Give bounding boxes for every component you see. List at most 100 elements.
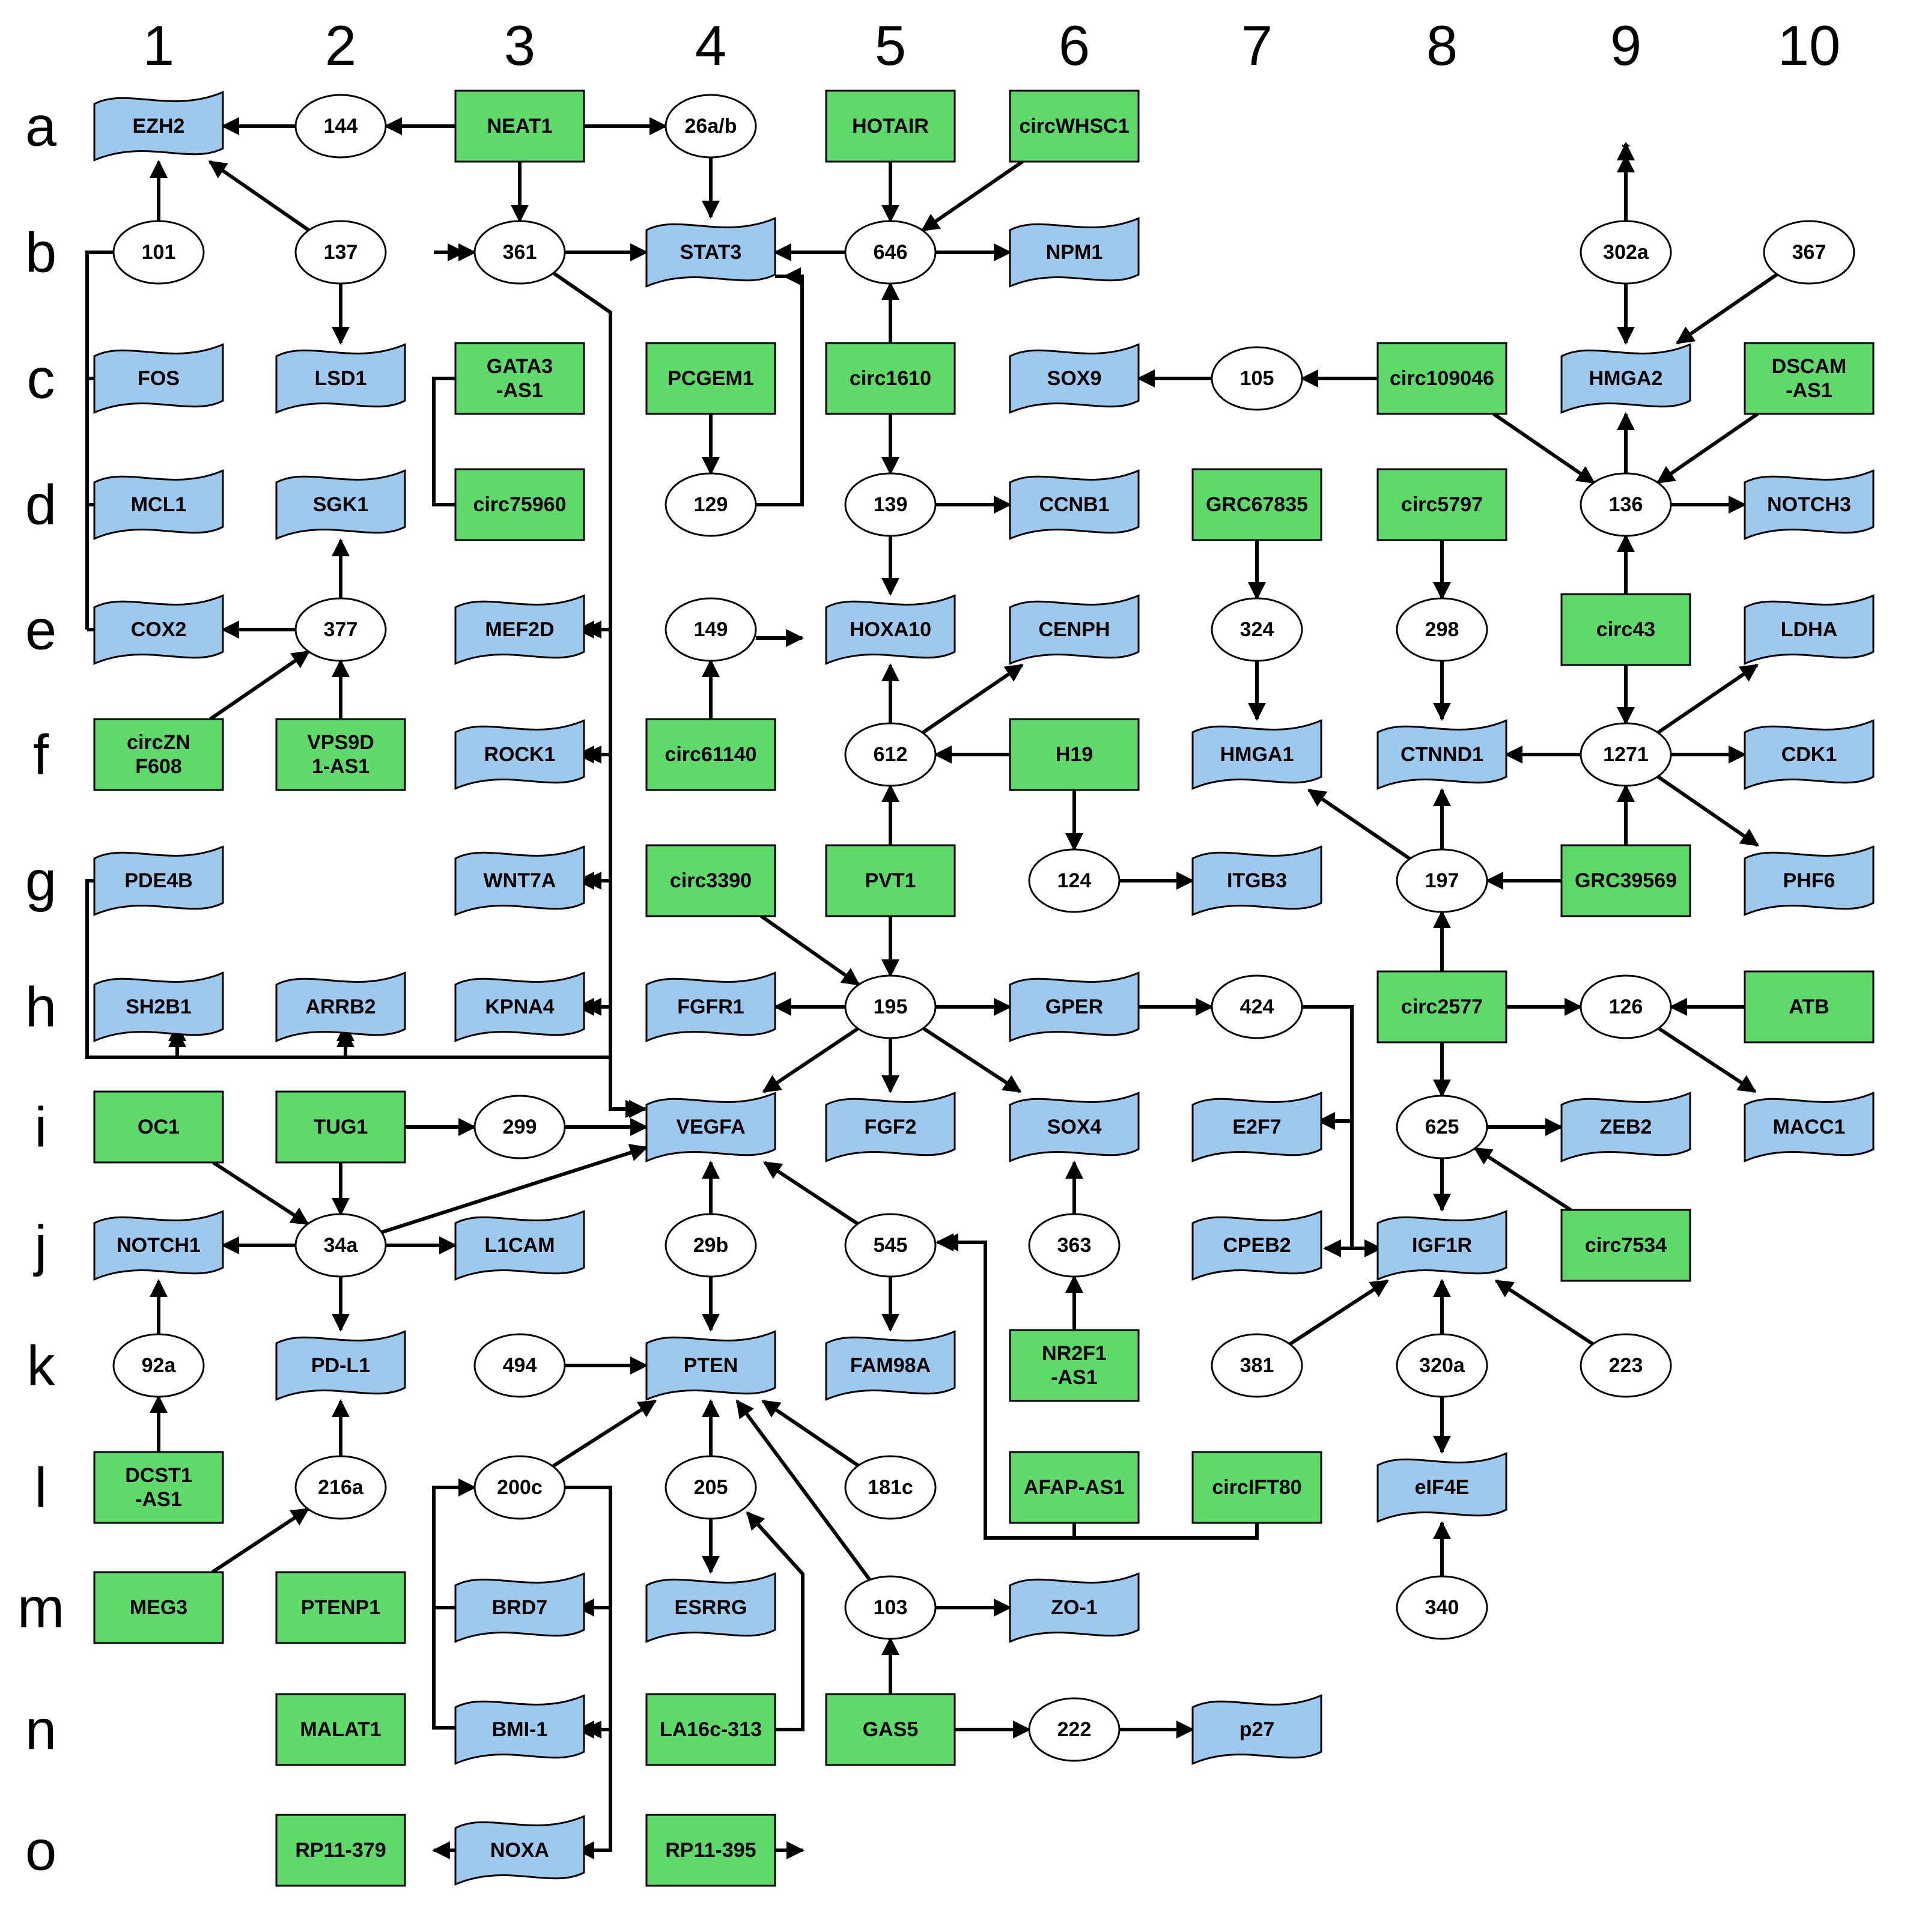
mirna-shape [1580, 722, 1672, 787]
node-m320a: 320a [1396, 1333, 1488, 1398]
gene-shape [645, 217, 776, 288]
node-CDK1: CDK1 [1744, 719, 1875, 790]
node-m124: 124 [1028, 848, 1121, 913]
mirna-shape [1396, 597, 1488, 662]
mirna-shape [844, 472, 937, 537]
mirna-shape [1028, 1213, 1121, 1278]
edge-m1271-to-LDHA [1656, 663, 1759, 735]
gene-shape [275, 971, 406, 1042]
node-NOXA: NOXA [454, 1815, 585, 1886]
node-CCNB1: CCNB1 [1009, 469, 1140, 540]
mirna-shape [844, 1455, 937, 1520]
lncrna-shape [1744, 970, 1875, 1043]
node-ARRB2: ARRB2 [275, 971, 406, 1042]
gene-shape [1744, 719, 1875, 790]
edge-m223-to-IGF1R [1494, 1279, 1595, 1346]
node-m195: 195 [844, 974, 937, 1039]
node-label: 124 [1057, 869, 1092, 892]
route-361-vegfa [609, 1057, 647, 1118]
node-m103: 103 [844, 1575, 937, 1640]
column-header-5: 5 [875, 14, 906, 77]
row-header-i: i [35, 1096, 47, 1159]
lncrna-shape [93, 1571, 224, 1644]
node-label: BRD7 [492, 1596, 548, 1619]
node-label: IGF1R [1412, 1234, 1472, 1257]
node-SOX9: SOX9 [1009, 343, 1140, 414]
gene-shape [1191, 1210, 1322, 1281]
node-m216a: 216a [294, 1455, 387, 1520]
node-label: GPER [1045, 995, 1103, 1018]
edge-circ7534-to-m625 [1473, 1146, 1572, 1212]
node-label: 216a [318, 1476, 364, 1499]
node-m129: 129 [665, 472, 757, 537]
edge-m200c-to-PTEN [552, 1399, 657, 1468]
node-circ75960: circ75960 [454, 468, 585, 541]
node-label: GRC39569 [1575, 869, 1677, 892]
node-RP11379: RP11-379 [275, 1814, 406, 1887]
node-label: E2F7 [1232, 1116, 1281, 1138]
row-header-g: g [25, 849, 56, 913]
node-label: FGF2 [865, 1116, 917, 1138]
node-FGF2: FGF2 [825, 1092, 956, 1162]
node-circ5797: circ5797 [1376, 468, 1507, 541]
edge-m367-to-HMGA2 [1676, 273, 1778, 345]
node-m298: 298 [1396, 597, 1488, 662]
node-star: * [1622, 139, 1630, 162]
mirna-shape [294, 1455, 387, 1520]
lncrna-shape [1009, 1451, 1140, 1524]
node-label: 377 [324, 618, 358, 641]
node-label: MACC1 [1773, 1116, 1846, 1138]
gene-shape [1191, 1694, 1322, 1765]
node-circ3390: circ3390 [645, 844, 776, 917]
gene-shape [645, 1330, 776, 1401]
node-label: GAS5 [863, 1718, 919, 1741]
node-MEF2D: MEF2D [454, 594, 585, 665]
node-label: NOTCH3 [1767, 493, 1851, 516]
mirna-shape [1028, 848, 1121, 913]
node-HMGA2: HMGA2 [1560, 343, 1691, 414]
node-label: CCNB1 [1039, 493, 1109, 516]
node-label: 646 [874, 241, 908, 264]
node-FOS: FOS [93, 343, 224, 414]
node-m324: 324 [1211, 597, 1303, 662]
node-label: -AS1 [1051, 1366, 1097, 1389]
column-header-7: 7 [1241, 14, 1273, 77]
gene-shape [275, 343, 406, 414]
node-LA16c313: LA16c-313 [645, 1693, 776, 1766]
lncrna-shape [1191, 1451, 1322, 1524]
node-MALAT1: MALAT1 [275, 1693, 406, 1766]
node-m29b: 29b [665, 1213, 757, 1278]
node-label: HOXA10 [850, 618, 931, 641]
lncrna-shape [1009, 90, 1140, 163]
lncrna-shape [1560, 593, 1691, 666]
node-label: 105 [1240, 367, 1274, 390]
node-label: 545 [874, 1234, 908, 1257]
mirna-shape [844, 974, 937, 1039]
node-label: 34a [324, 1234, 359, 1257]
node-label: NOXA [490, 1839, 549, 1862]
node-label: 340 [1425, 1596, 1459, 1619]
mirna-shape [473, 220, 566, 285]
gene-shape [93, 1210, 224, 1281]
node-m144: 144 [294, 94, 387, 159]
gene-shape [275, 469, 406, 540]
node-label: 103 [874, 1596, 908, 1619]
gene-shape [454, 971, 585, 1042]
node-label: ATB [1789, 995, 1829, 1018]
lncrna-shape [645, 342, 776, 415]
node-label: 205 [694, 1476, 728, 1499]
node-label: PDE4B [124, 869, 192, 892]
node-label: 324 [1240, 618, 1274, 641]
node-label: SOX9 [1047, 367, 1102, 390]
mirna-shape [1028, 1697, 1121, 1762]
column-header-4: 4 [695, 14, 726, 77]
node-m299: 299 [473, 1095, 566, 1159]
node-m646: 646 [844, 220, 937, 285]
node-SH2B1: SH2B1 [93, 971, 224, 1042]
node-m222: 222 [1028, 1697, 1121, 1762]
node-m92a: 92a [112, 1333, 205, 1398]
gene-shape [1009, 1572, 1140, 1643]
row-header-e: e [25, 598, 56, 661]
node-label: PD-L1 [311, 1354, 370, 1377]
node-label: ITGB3 [1227, 869, 1287, 892]
